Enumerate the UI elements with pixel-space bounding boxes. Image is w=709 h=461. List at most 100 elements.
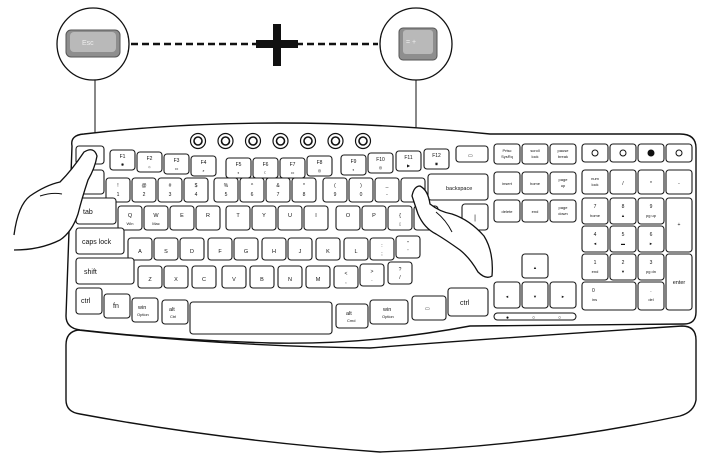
caps-lock-key[interactable]: caps lock: [75, 227, 125, 255]
letter-key-s[interactable]: S: [153, 237, 179, 261]
numpad-key-2[interactable]: 2▼: [609, 253, 637, 281]
prev-track-icon[interactable]: [189, 132, 207, 150]
numpad-key-key[interactable]: *: [637, 169, 665, 195]
number-key-9[interactable]: (9: [322, 177, 348, 203]
letter-key-v[interactable]: V: [221, 265, 247, 289]
function-key-f12[interactable]: F12◉: [423, 148, 450, 170]
numpad-key-6[interactable]: 6►: [637, 225, 665, 253]
arrow-left-key[interactable]: ◄: [493, 281, 521, 309]
function-key-f11[interactable]: F11▶: [395, 150, 422, 172]
letter-key-l[interactable]: L: [343, 237, 369, 261]
right-ctrl-key[interactable]: ctrl: [447, 287, 489, 317]
mic-mute-icon[interactable]: [354, 132, 372, 150]
volume-up-icon[interactable]: [272, 132, 289, 150]
play-pause-icon[interactable]: [299, 132, 317, 150]
letter-key-i[interactable]: I: [303, 205, 329, 231]
calculator-icon[interactable]: [581, 143, 609, 163]
numpad-key-8[interactable]: 8▲: [609, 197, 637, 225]
letter-key-n[interactable]: N: [277, 265, 303, 289]
numpad-plus-key[interactable]: +: [665, 197, 693, 253]
nav-key-home[interactable]: home: [521, 171, 549, 195]
letter-key-k[interactable]: K: [315, 237, 341, 261]
quote-key[interactable]: "': [395, 235, 421, 259]
number-key-key[interactable]: _-: [374, 177, 400, 203]
function-key-f1[interactable]: F1✱: [109, 149, 136, 171]
letter-key-u[interactable]: U: [277, 205, 303, 231]
letter-key-d[interactable]: D: [179, 237, 205, 261]
letter-key-h[interactable]: H: [261, 237, 287, 261]
letter-key-p[interactable]: P: [361, 205, 387, 231]
function-key-extra[interactable]: ▭: [455, 145, 489, 163]
numpad-enter-key[interactable]: enter: [665, 253, 693, 311]
number-key-1[interactable]: !1: [105, 177, 131, 203]
numpad-key-4[interactable]: 4◄: [581, 225, 609, 253]
spacebar-key[interactable]: [189, 301, 333, 335]
letter-key-z[interactable]: Z: [137, 265, 163, 289]
function-key-f3[interactable]: F3▭: [163, 153, 190, 175]
period-key[interactable]: >.: [359, 263, 385, 287]
screenshot-icon[interactable]: [609, 143, 637, 163]
nav-key-end[interactable]: end: [521, 199, 549, 223]
left-shift-key[interactable]: shift: [75, 257, 135, 285]
letter-key-e[interactable]: E: [169, 205, 195, 231]
backspace-key[interactable]: backspace: [427, 173, 489, 201]
numpad-key-key[interactable]: /: [609, 169, 637, 195]
arrow-down-key[interactable]: ▼: [521, 281, 549, 309]
left-ctrl-key[interactable]: ctrl: [75, 287, 103, 315]
letter-key-key[interactable]: {[: [387, 205, 413, 231]
number-key-4[interactable]: $4: [183, 177, 209, 203]
number-key-7[interactable]: &7: [265, 177, 291, 203]
next-track-icon[interactable]: [327, 132, 344, 150]
number-key-3[interactable]: #3: [157, 177, 183, 203]
function-key-f10[interactable]: F10◎: [367, 152, 394, 174]
letter-key-c[interactable]: C: [191, 265, 217, 289]
volume-mute-icon[interactable]: [217, 132, 234, 150]
letter-key-y[interactable]: Y: [251, 205, 277, 231]
function-key-f6[interactable]: F6☾: [252, 157, 279, 179]
letter-key-m[interactable]: M: [305, 265, 331, 289]
function-key-f7[interactable]: F7▭: [279, 157, 306, 179]
numpad-key-key[interactable]: -: [665, 169, 693, 195]
numpad-key-9[interactable]: 9pg up: [637, 197, 665, 225]
letter-key-b[interactable]: B: [249, 265, 275, 289]
number-key-2[interactable]: @2: [131, 177, 157, 203]
slash-key[interactable]: ?/: [387, 261, 413, 285]
function-key-f8[interactable]: F8◎: [306, 155, 333, 177]
numpad-key-5[interactable]: 5▬: [609, 225, 637, 253]
numpad-key-3[interactable]: 3pg dn: [637, 253, 665, 281]
volume-down-icon[interactable]: [244, 132, 262, 150]
function-key-f2[interactable]: F2☼: [136, 151, 163, 173]
letter-key-t[interactable]: T: [225, 205, 251, 231]
fn-key[interactable]: fn: [103, 293, 131, 319]
number-key-6[interactable]: ^6: [239, 177, 265, 203]
menu-key[interactable]: ▭: [411, 295, 447, 321]
letter-key-r[interactable]: R: [195, 205, 221, 231]
letter-key-x[interactable]: X: [163, 265, 189, 289]
number-key-5[interactable]: %5: [213, 177, 239, 203]
nav-key-insert[interactable]: insert: [493, 171, 521, 195]
function-key-f4[interactable]: F4⌕: [190, 155, 217, 177]
lock-icon[interactable]: [637, 143, 665, 163]
arrow-right-key[interactable]: ►: [549, 281, 577, 309]
letter-key-a[interactable]: A: [127, 237, 153, 261]
function-key-f9[interactable]: F9◐: [340, 154, 367, 176]
letter-key-j[interactable]: J: [287, 237, 313, 261]
tab-key[interactable]: tab: [75, 197, 117, 225]
numpad-key-dot[interactable]: .del: [637, 281, 665, 311]
number-key-0[interactable]: )0: [348, 177, 374, 203]
letter-key-g[interactable]: G: [233, 237, 259, 261]
